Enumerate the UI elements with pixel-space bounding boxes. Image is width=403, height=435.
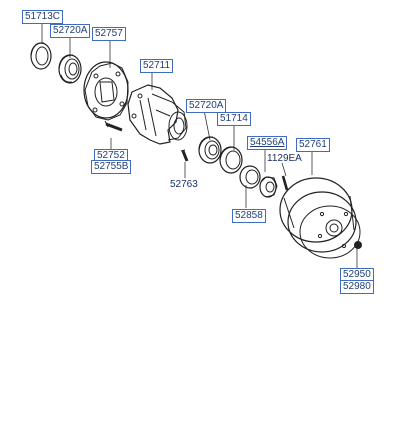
- brake-drum-52761: [279, 177, 361, 259]
- oil-seal-51714: [219, 146, 243, 174]
- hub-bolt-52752: [104, 120, 123, 132]
- part-label-52711[interactable]: 52711: [140, 59, 174, 73]
- part-label-51713c[interactable]: 51713C: [22, 10, 64, 24]
- part-label-52720a-mid[interactable]: 52720A: [186, 99, 227, 113]
- oil-seal-51713c: [30, 42, 52, 70]
- bearing-52720a-outer: [58, 54, 82, 84]
- bearing-52720a-inner: [198, 136, 222, 164]
- stud-52763: [180, 149, 189, 162]
- part-label-52755b[interactable]: 52755B: [91, 160, 132, 174]
- part-label-52761[interactable]: 52761: [296, 138, 330, 152]
- leader-lines: [41, 22, 358, 268]
- part-label-51714[interactable]: 51714: [217, 112, 251, 126]
- part-label-52720a-top[interactable]: 52720A: [50, 24, 91, 38]
- part-label-1129ea[interactable]: 1129EA: [267, 153, 302, 164]
- part-label-52858[interactable]: 52858: [232, 209, 266, 223]
- wheel-hub-52711: [127, 84, 188, 145]
- part-label-52757[interactable]: 52757: [92, 27, 126, 41]
- hub-nut-54556a: [259, 176, 278, 198]
- part-label-54556a[interactable]: 54556A: [247, 136, 288, 150]
- backing-plate-52757: [83, 61, 129, 121]
- part-label-52763[interactable]: 52763: [170, 179, 198, 190]
- part-label-52980[interactable]: 52980: [340, 280, 374, 294]
- screw-1129ea: [281, 175, 289, 191]
- washer-52858: [239, 165, 261, 189]
- plug-52950: [354, 241, 362, 249]
